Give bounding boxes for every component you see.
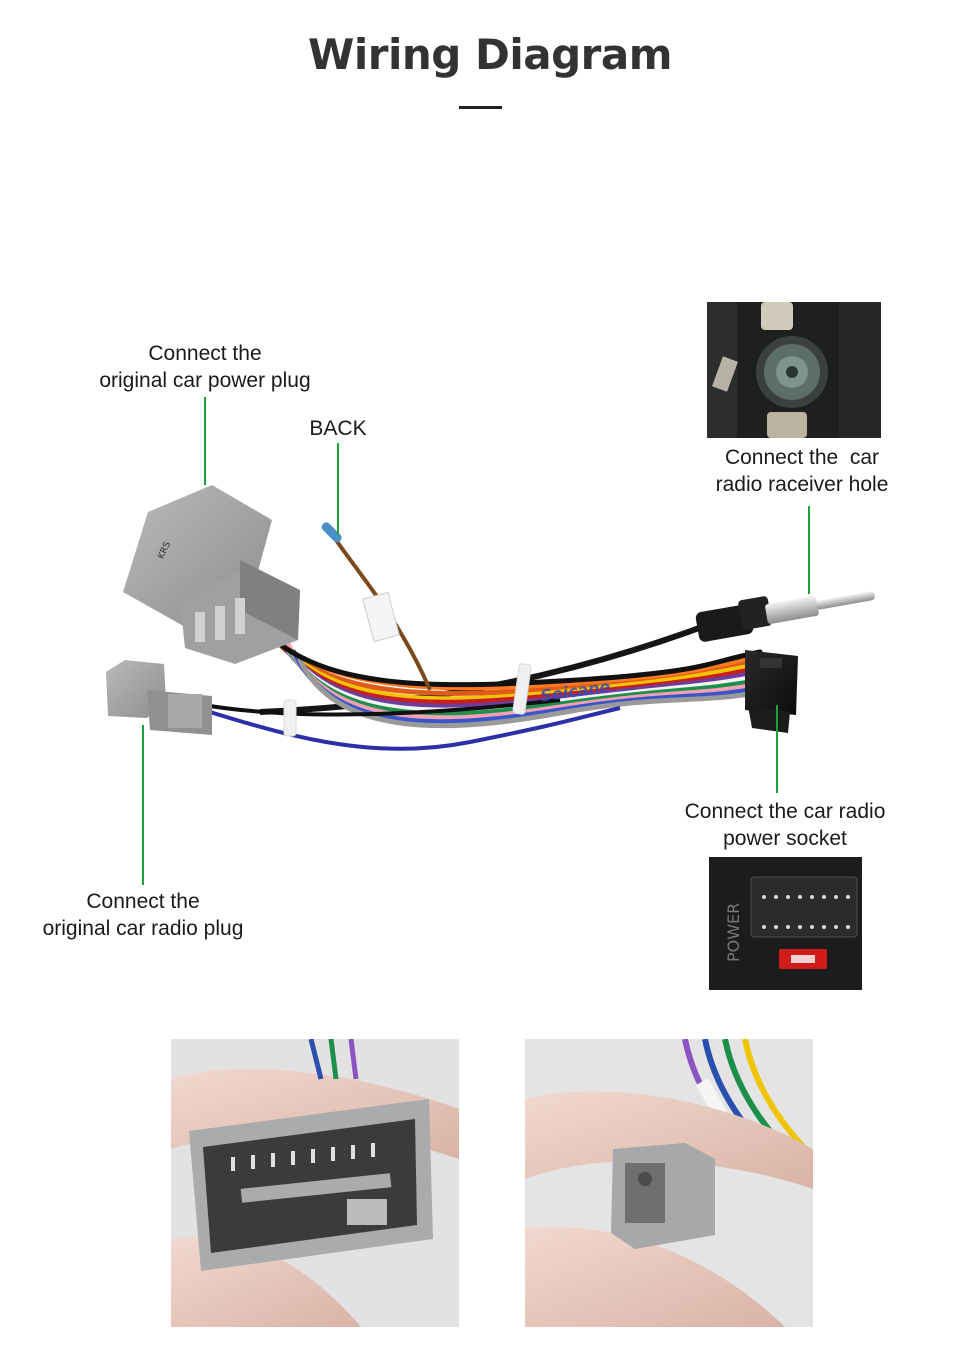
label-line: Connect the car xyxy=(724,446,880,469)
label-line: radio raceiver hole xyxy=(715,473,889,496)
power-socket-photo: POWER xyxy=(709,857,862,990)
power-label-text: POWER xyxy=(724,903,743,962)
label-line: original car radio plug xyxy=(42,917,244,940)
cable-tie xyxy=(283,699,297,737)
harness-connector-photo xyxy=(171,1039,459,1327)
radio-plug-leader-line xyxy=(142,725,144,885)
original-power-plug: KRS xyxy=(123,485,300,664)
title-underline xyxy=(459,106,502,109)
car-radio-power-socket-connector xyxy=(745,650,798,733)
label-line: power socket xyxy=(723,827,847,850)
label-back: BACK xyxy=(309,417,367,440)
label-original-radio-plug: Connect the original car radio plug xyxy=(28,888,258,942)
back-leader-line xyxy=(337,443,339,535)
label-line: Connect the car radio xyxy=(684,800,886,823)
label-radio-receiver-hole: Connect the car radio raceiver hole xyxy=(690,444,914,498)
power-plug-leader-line xyxy=(204,397,206,485)
receiver-hole-leader-line xyxy=(808,506,810,594)
label-line: original car power plug xyxy=(99,369,311,392)
back-wire xyxy=(321,522,432,691)
label-line: Connect the xyxy=(86,890,200,913)
antenna-jack-photo xyxy=(707,302,881,438)
small-connector-photo xyxy=(525,1039,813,1327)
power-socket-leader-line xyxy=(776,705,778,793)
page-title: Wiring Diagram xyxy=(308,30,672,79)
cable-tie xyxy=(512,663,532,715)
label-original-power-plug: Connect the original car power plug xyxy=(85,340,325,394)
label-car-radio-power-socket: Connect the car radio power socket xyxy=(660,798,910,852)
original-radio-plug xyxy=(106,660,212,735)
label-line: Connect the xyxy=(148,342,262,365)
